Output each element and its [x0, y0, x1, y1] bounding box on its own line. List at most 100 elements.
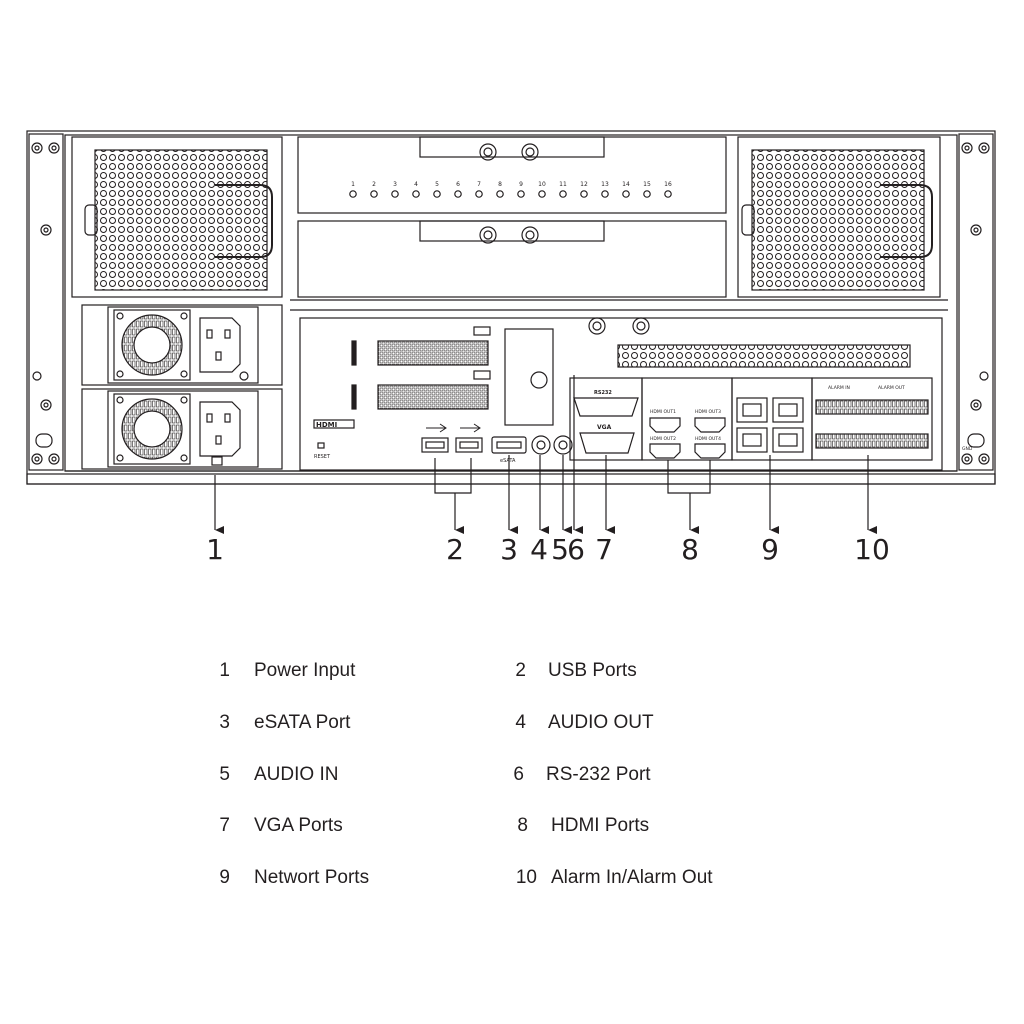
hdd-number-label: 2: [372, 181, 376, 188]
network-port-4: [772, 427, 804, 453]
pcie-slot-1: [377, 340, 489, 366]
hdd-led-indicator: [601, 190, 609, 198]
rs232-label: RS232: [594, 390, 612, 396]
usb-port-1: [421, 437, 449, 453]
legend-label-audio-out: AUDIO OUT: [548, 712, 654, 733]
legend-label-rs232-port: RS-232 Port: [546, 764, 651, 785]
io-panel: [299, 317, 943, 471]
hdd-number-label: 6: [456, 181, 460, 188]
alarm-out-label: ALARM OUT: [878, 385, 905, 391]
alarm-in-label: ALARM IN: [828, 385, 850, 391]
hdd-bay-upper: [297, 136, 727, 214]
network-port-1: [736, 397, 768, 423]
legend-label-usb-ports: USB Ports: [548, 660, 637, 681]
hdmi-out1-label: HDMI OUT1: [650, 409, 676, 415]
usb-port-2: [455, 437, 483, 453]
right-fan-module: [737, 136, 941, 298]
leader-8: [667, 460, 711, 530]
legend-num-10: 10: [515, 867, 537, 888]
legend-num-6: 6: [513, 764, 524, 785]
psu-1: [81, 304, 283, 386]
hdmi-out4-label: HDMI OUT4: [695, 436, 721, 442]
hdd-number-label: 5: [435, 181, 439, 188]
hdd-number-label: 11: [559, 181, 567, 188]
legend-num-7: 7: [219, 815, 230, 836]
hdd-number-label: 1: [351, 181, 355, 188]
hdd-led-indicator: [412, 190, 420, 198]
riser-bracket: [504, 328, 554, 426]
hdd-number-label: 16: [664, 181, 672, 188]
rs232-port: [573, 397, 639, 417]
legend-label-network-ports: Networt Ports: [254, 867, 370, 888]
hdd-number-label: 9: [519, 181, 523, 188]
callout-7: 7: [595, 533, 613, 566]
hdd-number-label: 15: [643, 181, 651, 188]
callout-2: 2: [446, 533, 464, 566]
callout-9: 9: [761, 533, 779, 566]
legend-label-hdmi-ports: HDMI Ports: [551, 815, 650, 836]
esata-port: [491, 436, 527, 454]
legend-num-5: 5: [219, 764, 230, 785]
hdd-led-indicator: [349, 190, 357, 198]
leader-2: [434, 458, 472, 530]
hdd-number-label: 10: [538, 181, 546, 188]
alarm-terminals: [811, 377, 933, 461]
hdd-number-label: 8: [498, 181, 502, 188]
hdd-led-indicator: [559, 190, 567, 198]
hdd-led-indicator: [580, 190, 588, 198]
left-fan-module: [71, 136, 283, 298]
legend-num-1: 1: [219, 660, 230, 681]
audio-in-jack: [553, 435, 573, 455]
callout-4: 4: [530, 533, 548, 566]
esata-label: eSATA: [500, 458, 516, 464]
ground-label: GND: [962, 446, 973, 452]
reset-label: RESET: [314, 454, 331, 460]
legend-label-vga-ports: VGA Ports: [254, 815, 343, 836]
hdd-led-indicator: [517, 190, 525, 198]
vga-port: [579, 432, 635, 454]
hdmi-out2-label: HDMI OUT2: [650, 436, 676, 442]
hdd-number-label: 13: [601, 181, 609, 188]
hdd-led-indicator: [622, 190, 630, 198]
legend-num-8: 8: [517, 815, 528, 836]
hdmi-logo: HDMI: [316, 421, 337, 429]
rack-screw: [31, 142, 43, 154]
legend-label-power-input: Power Input: [254, 660, 356, 681]
psu-2: [81, 388, 283, 470]
hdd-led-indicator: [475, 190, 483, 198]
legend-label-esata-port: eSATA Port: [254, 712, 351, 733]
legend-num-9: 9: [219, 867, 230, 888]
hdd-led-indicator: [454, 190, 462, 198]
hdd-number-label: 3: [393, 181, 397, 188]
callout-1: 1: [206, 533, 224, 566]
callout-5: 5: [551, 533, 569, 566]
hdmi-port-3: [694, 417, 726, 433]
hdd-led-indicator: [391, 190, 399, 198]
legend-num-2: 2: [515, 660, 526, 681]
hdd-led-indicator: [496, 190, 504, 198]
hdd-bay-lower: [297, 220, 727, 298]
hdd-number-label: 14: [622, 181, 630, 188]
audio-out-jack: [531, 435, 551, 455]
hdmi-out3-label: HDMI OUT3: [695, 409, 721, 415]
hdd-number-label: 7: [477, 181, 481, 188]
hdmi-port-1: [649, 417, 681, 433]
hdd-led-indicator: [643, 190, 651, 198]
pcie-slot-2: [377, 384, 489, 410]
legend-num-4: 4: [515, 712, 526, 733]
vga-label: VGA: [597, 424, 612, 431]
network-port-3: [736, 427, 768, 453]
hdd-led-indicator: [370, 190, 378, 198]
legend-num-3: 3: [219, 712, 230, 733]
network-port-2: [772, 397, 804, 423]
callout-10: 10: [854, 533, 890, 566]
hdd-led-indicator: [538, 190, 546, 198]
callout-3: 3: [500, 533, 518, 566]
hdd-number-label: 12: [580, 181, 588, 188]
callout-6: 6: [567, 533, 585, 566]
hdd-led-indicator: [664, 190, 672, 198]
hdd-number-label: 4: [414, 181, 418, 188]
hdmi-port-4: [694, 443, 726, 459]
legend-label-audio-in: AUDIO IN: [254, 764, 339, 785]
